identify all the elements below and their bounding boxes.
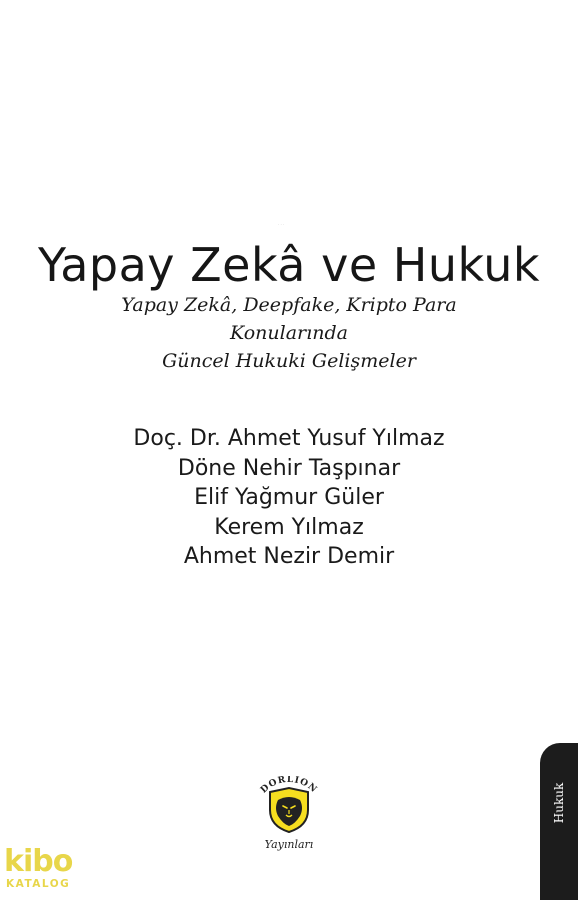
watermark-brand: kibo [4,844,73,879]
small-mark: · · · [278,222,285,227]
publisher-name: Yayınları [264,838,314,851]
subtitle-line-1: Yapay Zekâ, Deepfake, Kripto Para [121,294,457,316]
author-name: Döne Nehir Taşpınar [177,455,401,481]
subtitle-line-3: Güncel Hukuki Gelişmeler [162,350,416,372]
category-spine-tab: Hukuk [540,743,578,900]
book-title: Yapay Zekâ ve Hukuk [37,238,541,292]
kibo-katalog-watermark: kibo KATALOG [4,846,80,896]
subtitle-line-2: Konularında [230,322,348,344]
publisher-logo: DORLION Yayınları [250,776,328,860]
category-label: Hukuk [552,782,566,824]
lion-shield-icon [269,786,309,834]
watermark-sub: KATALOG [6,878,71,890]
author-name: Doç. Dr. Ahmet Yusuf Yılmaz [133,426,445,451]
author-name: Ahmet Nezir Demir [183,544,395,569]
author-list: Doç. Dr. Ahmet Yusuf Yılmaz Döne Nehir T… [0,424,578,572]
author-name: Elif Yağmur Güler [194,485,384,510]
author-name: Kerem Yılmaz [214,514,364,540]
